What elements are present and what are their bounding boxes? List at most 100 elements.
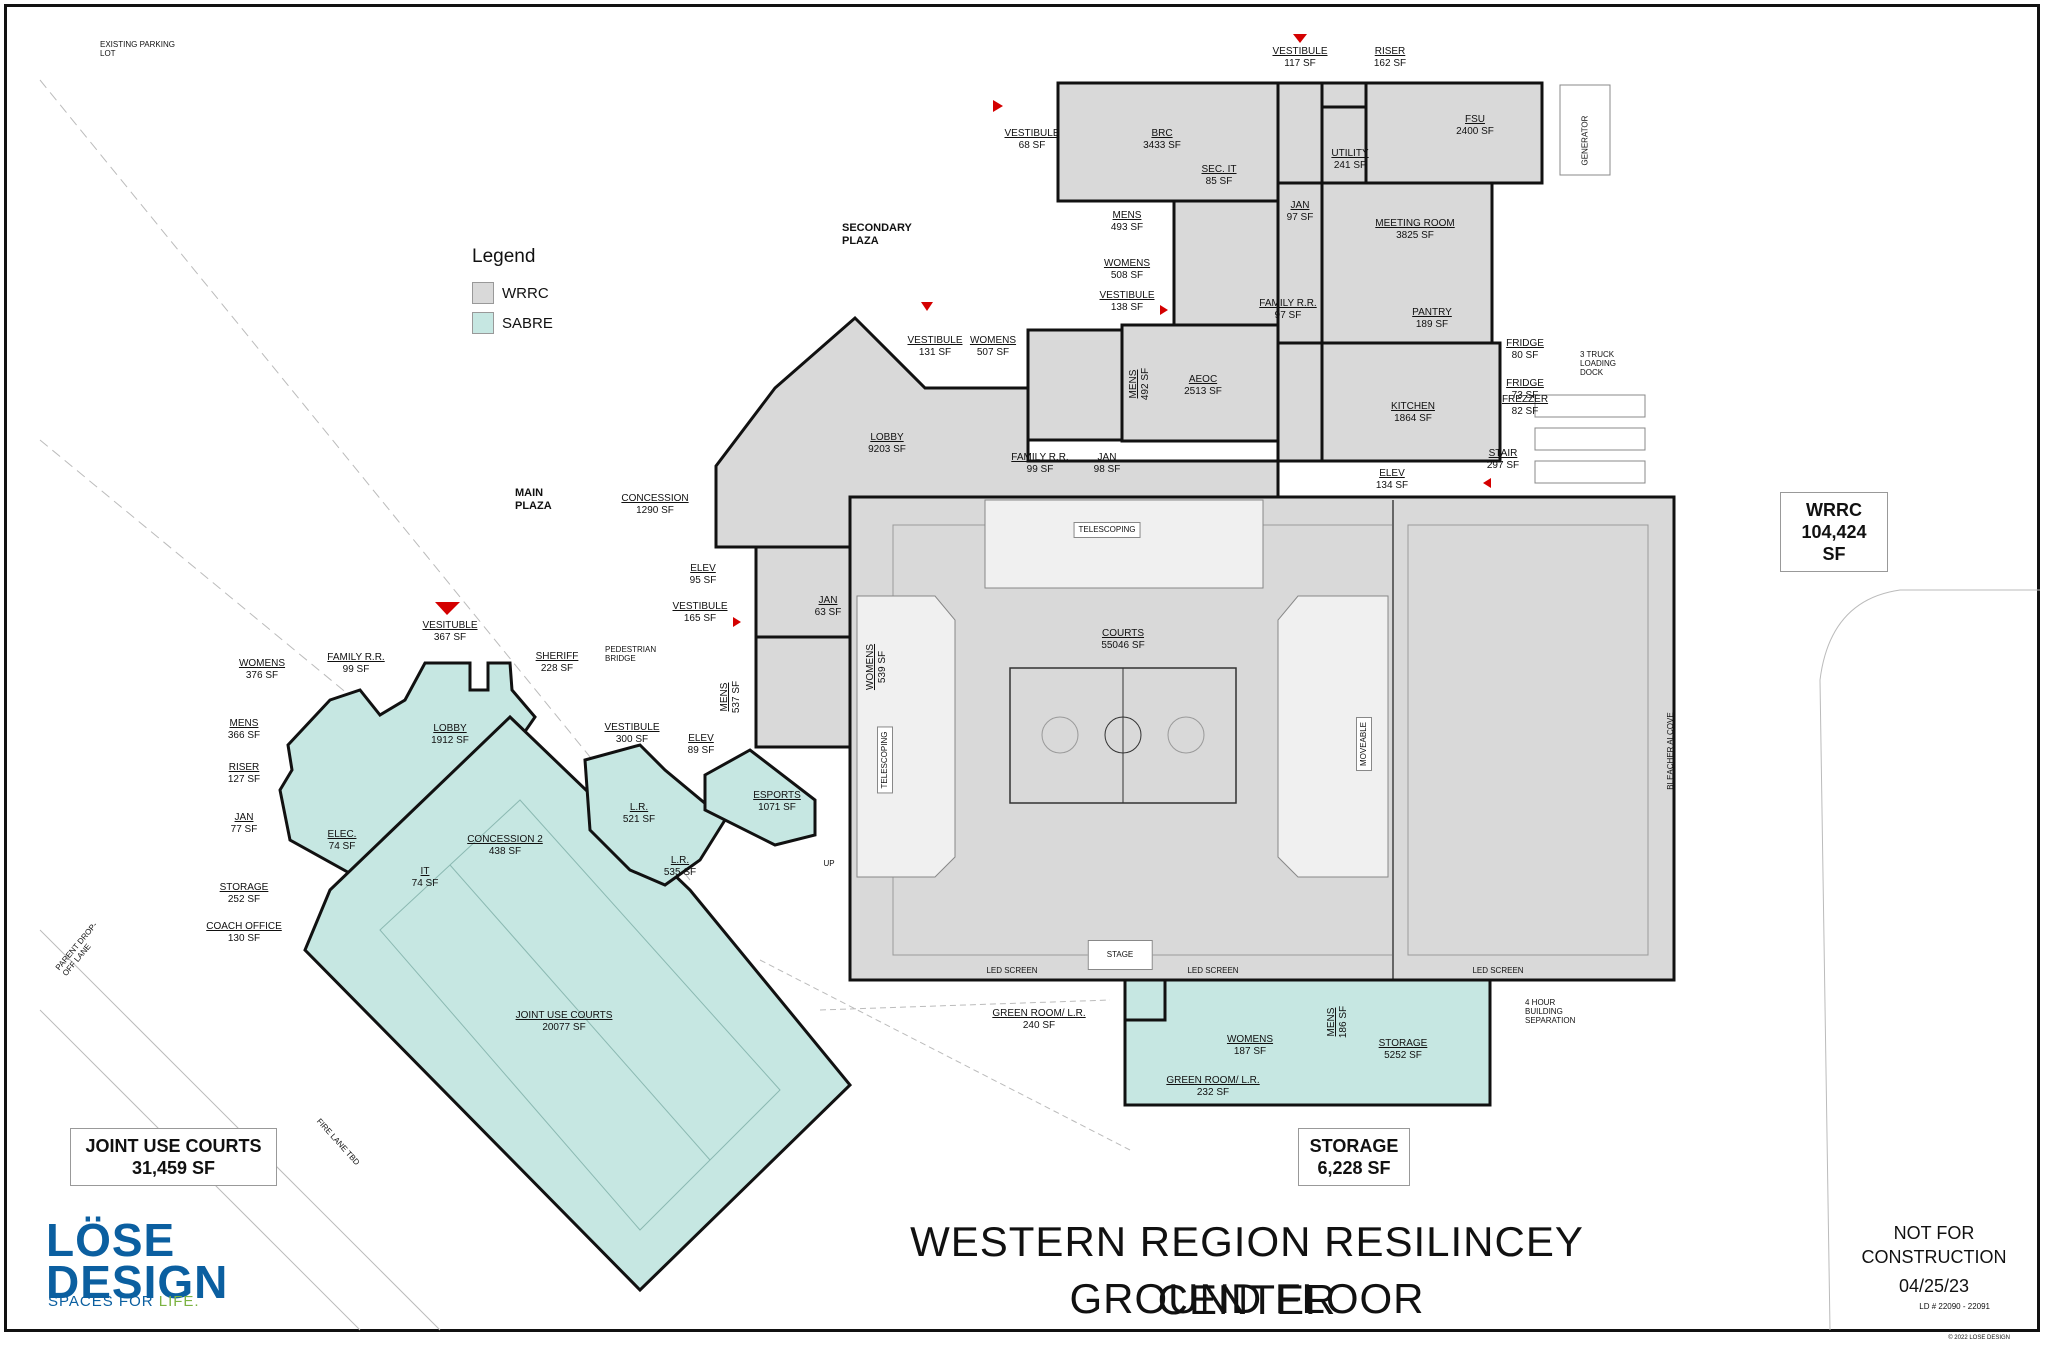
room-area: 20077 SF — [542, 1022, 586, 1033]
room-area: 138 SF — [1110, 302, 1144, 313]
copyright: © 2022 LOSE DESIGN — [1948, 1335, 2010, 1341]
room-area: 134 SF — [1375, 480, 1409, 491]
joint-courts-lines — [379, 799, 781, 1231]
room-area: 98 SF — [1093, 464, 1121, 475]
room-area: 85 SF — [1205, 176, 1233, 187]
room-name: FAMILY R.R. — [1011, 452, 1069, 463]
room-label: ELEC.74 SF — [328, 829, 357, 853]
legend-title: Legend — [472, 246, 536, 267]
room-name: FAMILY R.R. — [1259, 298, 1317, 309]
drawing-date: 04/25/23 — [1898, 1276, 1970, 1296]
room-label: FAMILY R.R.99 SF — [1011, 452, 1068, 476]
legend-item-sabre: SABRE — [472, 312, 553, 334]
room-area: 3433 SF — [1143, 140, 1181, 151]
room-area: 99 SF — [342, 664, 370, 675]
joint-summary-name: JOINT USE COURTS — [85, 1136, 262, 1156]
room-area: 97 SF — [1274, 310, 1302, 321]
room-name: MENS — [1112, 210, 1142, 221]
not-for-construction: NOT FOR CONSTRUCTION — [1861, 1223, 2007, 1267]
led-screen-label: LED SCREEN — [1187, 966, 1239, 975]
logo-tagline: SPACES FOR LIFE. — [48, 1293, 200, 1310]
room-area: 493 SF — [1110, 222, 1144, 233]
room-area: 9203 SF — [868, 444, 906, 455]
room-name: SHERIFF — [535, 651, 579, 662]
room-area: 73 SF — [1511, 390, 1539, 401]
logo-line2: DESIGN — [46, 1256, 229, 1308]
room-area: 117 SF — [1284, 58, 1316, 69]
room-area: 240 SF — [1022, 1020, 1056, 1031]
room-name: WOMENS — [865, 643, 876, 691]
room-area: 232 SF — [1196, 1087, 1230, 1098]
room-name: COACH OFFICE — [206, 921, 282, 932]
room-name: FRIDGE — [1506, 378, 1544, 389]
legend-swatch-sabre — [472, 312, 494, 334]
room-name: ELEV — [690, 563, 716, 574]
led-screen-label: LED SCREEN — [986, 966, 1038, 975]
moveable-label: MOVEABLE — [1356, 716, 1372, 772]
main-plaza-label: MAIN PLAZA — [515, 487, 552, 512]
room-name: VESITUBLE — [422, 620, 478, 631]
room-name: SEC. IT — [1201, 164, 1237, 175]
room-area: 1290 SF — [636, 505, 674, 516]
room-area: 5252 SF — [1384, 1050, 1422, 1061]
room-name: JAN — [1290, 200, 1310, 211]
room-name: FAMILY R.R. — [327, 652, 385, 663]
room-name: VESTIBULE — [604, 722, 660, 733]
bleachers — [856, 499, 1389, 878]
room-area: 508 SF — [1110, 270, 1144, 281]
ld-number: LD # 22090 - 22091 — [1919, 1302, 1990, 1311]
telescoping-label: TELESCOPING — [1073, 522, 1141, 538]
generator-note: GENERATOR — [1580, 115, 1590, 166]
room-area: 2513 SF — [1184, 386, 1222, 397]
room-area: 130 SF — [227, 933, 261, 944]
pedestrian-bridge-note: PEDESTRIAN BRIDGE — [605, 645, 657, 663]
room-label: FAMILY R.R.99 SF — [327, 652, 384, 676]
room-area: 74 SF — [411, 878, 439, 889]
wrrc-summary: WRRC 104,424 SF — [1780, 492, 1888, 572]
legend-label: SABRE — [502, 314, 553, 332]
legend-swatch-wrrc — [472, 282, 494, 304]
separation-note: 4 HOUR BUILDING SEPARATION — [1525, 998, 1576, 1025]
room-name: VESTIBULE — [672, 601, 728, 612]
sabre-building — [278, 661, 1492, 1293]
joint-summary-area: 31,459 SF — [131, 1158, 216, 1178]
wrrc-summary-name: WRRC — [1806, 500, 1862, 520]
room-name: GREEN ROOM/ L.R. — [992, 1008, 1086, 1019]
room-area: 80 SF — [1511, 350, 1539, 361]
room-name: RISER — [1374, 46, 1406, 57]
room-area: 300 SF — [615, 734, 649, 745]
room-area: 366 SF — [227, 730, 261, 741]
room-name: COURTS — [1101, 628, 1145, 639]
room-area: 297 SF — [1486, 460, 1520, 471]
room-area: 1071 SF — [758, 802, 796, 813]
room-area: 97 SF — [1286, 212, 1314, 223]
room-area: 77 SF — [230, 824, 258, 835]
room-area: 507 SF — [976, 347, 1010, 358]
generator-pad — [1534, 84, 1646, 484]
room-name: WOMENS — [969, 335, 1017, 346]
room-area: 127 SF — [227, 774, 261, 785]
room-name: JAN — [234, 812, 254, 823]
room-name: CONCESSION — [621, 493, 689, 504]
